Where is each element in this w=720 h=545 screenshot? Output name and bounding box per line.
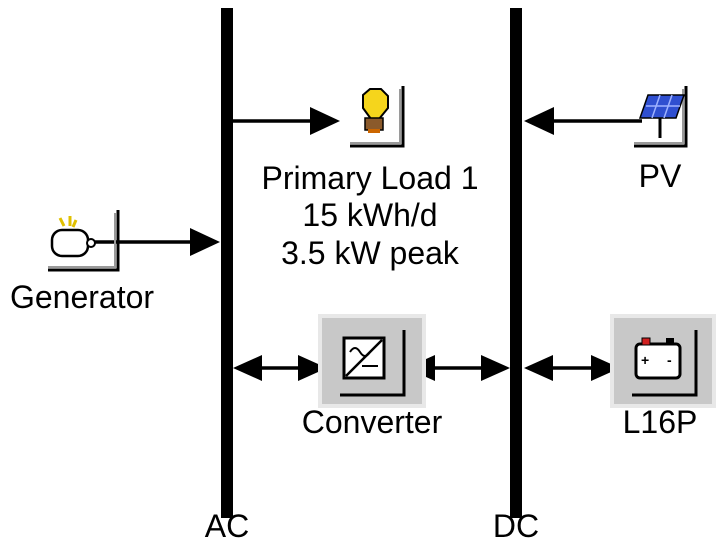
- generator-icon: [48, 210, 120, 272]
- converter-component[interactable]: Converter: [302, 314, 443, 440]
- pv-label: PV: [639, 158, 682, 194]
- svg-text:+: +: [641, 352, 649, 368]
- svg-text:-: -: [667, 352, 672, 368]
- battery-icon: + -: [610, 314, 716, 408]
- pv-component[interactable]: PV: [634, 86, 688, 194]
- primary-load-peak: 3.5 kW peak: [281, 235, 460, 271]
- solar-panel-icon: [634, 86, 688, 148]
- primary-load-component[interactable]: Primary Load 1 15 kWh/d 3.5 kW peak: [262, 86, 479, 271]
- generator-label: Generator: [10, 279, 154, 315]
- converter-icon: [318, 314, 426, 408]
- lightbulb-icon: [350, 86, 405, 148]
- battery-label: L16P: [623, 404, 698, 440]
- ac-to-load-connector: [233, 107, 340, 135]
- dc-bus[interactable]: [510, 8, 522, 518]
- generator-to-ac-connector: [94, 228, 220, 256]
- primary-load-energy: 15 kWh/d: [302, 197, 437, 233]
- ac-bus-label: AC: [205, 508, 249, 544]
- dc-bus-label: DC: [493, 508, 539, 544]
- ac-bus[interactable]: [221, 8, 233, 518]
- pv-to-dc-connector: [524, 107, 642, 135]
- primary-load-name: Primary Load 1: [262, 160, 479, 196]
- battery-component[interactable]: + - L16P: [610, 314, 716, 440]
- ac-converter-connector: [233, 355, 327, 381]
- converter-label: Converter: [302, 404, 443, 440]
- generator-component[interactable]: Generator: [10, 210, 154, 315]
- dc-battery-connector: [524, 355, 620, 381]
